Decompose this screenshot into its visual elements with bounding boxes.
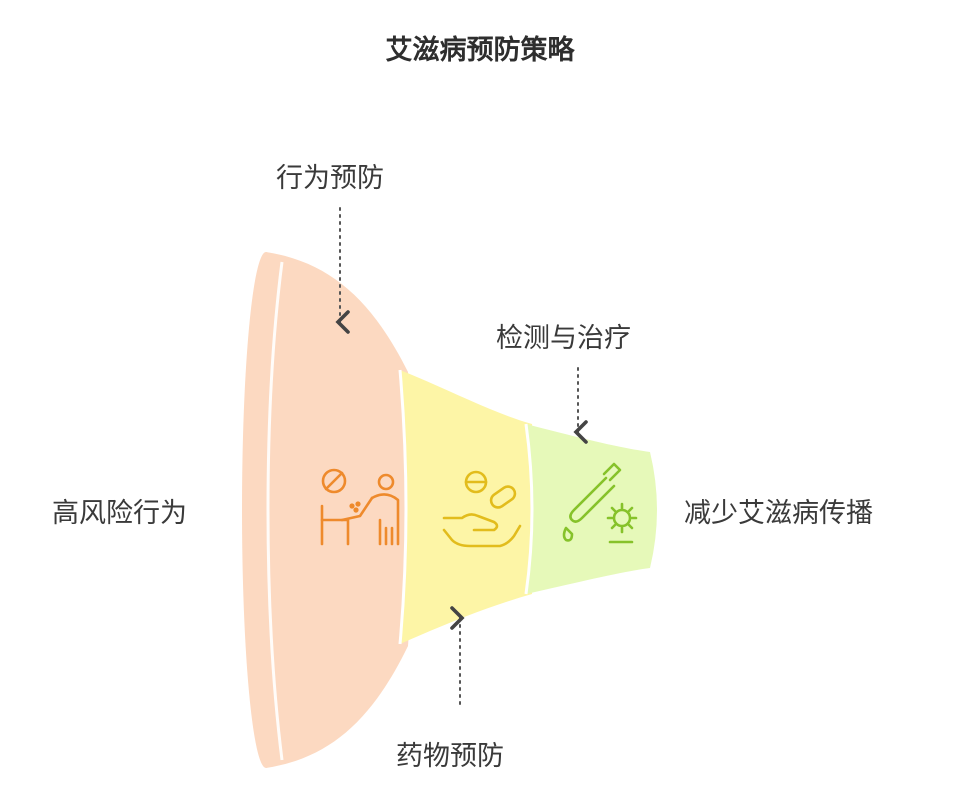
stage-label-testing: 检测与治疗 [496,323,631,354]
hand-holding-pills-icon [442,470,522,548]
syringe-prohibited-icon [320,468,400,546]
stage-label-behavior: 行为预防 [276,163,384,194]
pipette-virus-icon [562,462,638,544]
left-label: 高风险行为 [52,498,187,529]
funnel-section-medication [400,370,536,644]
right-label: 减少艾滋病传播 [684,498,873,529]
funnel-section-behavior [266,252,413,768]
stage-label-medication: 药物预防 [396,741,504,772]
page-title: 艾滋病预防策略 [385,35,575,66]
